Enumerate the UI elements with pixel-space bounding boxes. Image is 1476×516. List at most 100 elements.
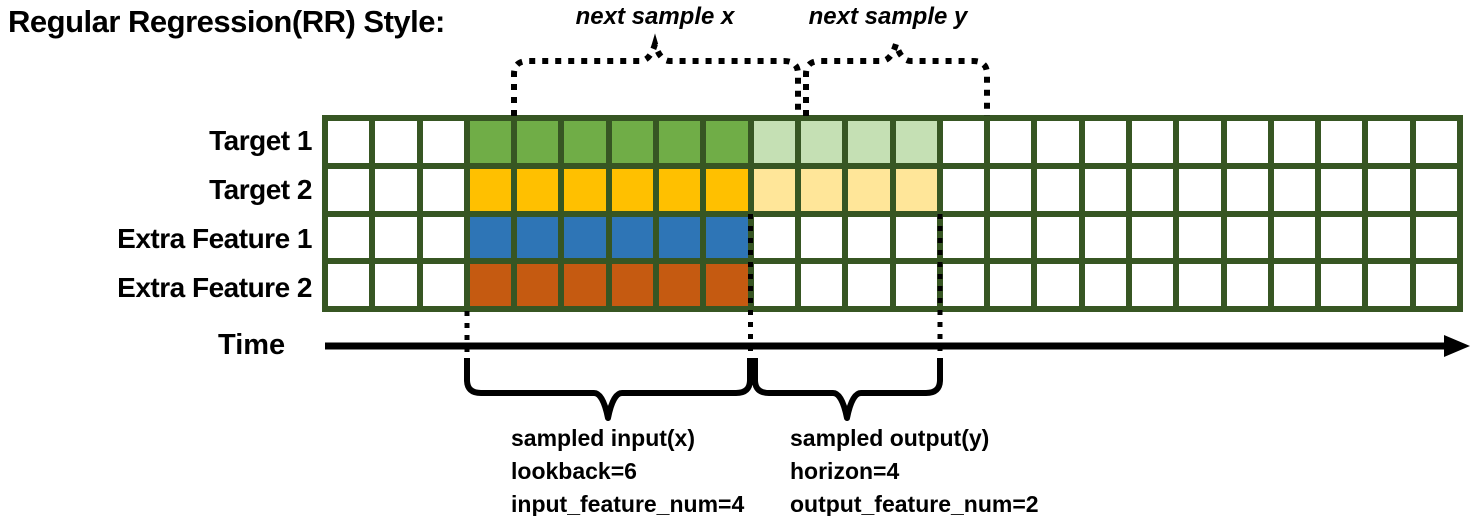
grid-cell (659, 121, 701, 163)
grid-cell (800, 121, 843, 163)
grid-cell (1084, 216, 1126, 259)
grid-cell (1037, 168, 1079, 211)
grid-cell (990, 216, 1032, 259)
grid-cell (753, 216, 795, 259)
grid-cell (942, 264, 985, 306)
grid-cell (1273, 216, 1316, 259)
grid-cell (706, 264, 748, 306)
grid-cell (753, 264, 795, 306)
grid-cell (1084, 264, 1126, 306)
grid-cell (659, 168, 701, 211)
grid-cell (1415, 168, 1457, 211)
grid-cell (469, 121, 512, 163)
grid-cell (942, 121, 985, 163)
grid-cell (1415, 264, 1457, 306)
grid-cell (706, 216, 748, 259)
grid-cell (564, 264, 606, 306)
grid-cell (611, 264, 654, 306)
grid-cell (1368, 121, 1410, 163)
grid-cell (1321, 168, 1363, 211)
grid-cell (564, 121, 606, 163)
grid-cell (942, 168, 985, 211)
grid-cell (375, 168, 417, 211)
grid-cell (659, 264, 701, 306)
grid-cell (1179, 168, 1221, 211)
grid-cell (800, 264, 843, 306)
grid-cell (564, 168, 606, 211)
grid-cell (1368, 264, 1410, 306)
sampled-input-note: sampled input(x) lookback=6 input_featur… (511, 422, 744, 516)
grid-cell (1131, 216, 1174, 259)
grid-cell (1131, 121, 1174, 163)
grid-cell (1321, 121, 1363, 163)
grid-cell (1273, 121, 1316, 163)
sample-grid (322, 115, 1463, 312)
grid-cell (800, 168, 843, 211)
grid-cell (328, 168, 370, 211)
grid-cell (328, 216, 370, 259)
grid-cell (706, 121, 748, 163)
grid-cell (942, 216, 985, 259)
grid-cell (848, 168, 890, 211)
grid-cell (1131, 264, 1174, 306)
next-sample-y-brace (803, 33, 990, 116)
grid-cell (990, 264, 1032, 306)
grid-cell (1226, 216, 1268, 259)
grid-cell (469, 216, 512, 259)
grid-cell (611, 121, 654, 163)
grid-cell (1131, 168, 1174, 211)
grid-cell (1179, 121, 1221, 163)
sampled-output-brace (752, 358, 943, 421)
row-label-extra-feature-2: Extra Feature 2 (117, 271, 312, 303)
sampled-input-brace (464, 358, 753, 421)
next-sample-y-label: next sample y (808, 3, 968, 30)
time-axis-label: Time (218, 329, 286, 361)
grid-cell (1415, 216, 1457, 259)
sampled-output-title: sampled output(y) (790, 425, 990, 451)
row-label-target-1: Target 1 (209, 124, 312, 156)
row-label-extra-feature-1: Extra Feature 1 (117, 222, 312, 254)
grid-cell (1037, 264, 1079, 306)
grid-cell (895, 121, 937, 163)
grid-cell (517, 168, 559, 211)
grid-cell (1084, 168, 1126, 211)
grid-cell (895, 168, 937, 211)
grid-cell (895, 216, 937, 259)
grid-cell (1226, 168, 1268, 211)
row-label-target-2: Target 2 (209, 173, 312, 205)
grid-cell (753, 121, 795, 163)
grid-cell (1321, 264, 1363, 306)
grid-cell (1368, 168, 1410, 211)
grid-cell (753, 168, 795, 211)
grid-cell (422, 121, 464, 163)
grid-cell (1368, 216, 1410, 259)
time-axis-arrowhead (1444, 335, 1470, 357)
grid-cell (517, 264, 559, 306)
grid-cell (611, 168, 654, 211)
grid-cell (375, 264, 417, 306)
sampled-input-title: sampled input(x) (511, 425, 696, 451)
next-sample-x-label: next sample x (575, 3, 735, 30)
grid-cell (375, 216, 417, 259)
grid-cell (1037, 216, 1079, 259)
grid-cell (659, 216, 701, 259)
grid-cell (328, 264, 370, 306)
grid-cell (848, 264, 890, 306)
grid-cell (895, 264, 937, 306)
output-feature-num-value: output_feature_num=2 (790, 491, 1039, 516)
grid-cell (848, 121, 890, 163)
grid-cell (469, 264, 512, 306)
grid-cell (517, 216, 559, 259)
sampled-output-note: sampled output(y) horizon=4 output_featu… (790, 422, 1039, 516)
grid-cell (1273, 168, 1316, 211)
grid-cell (1084, 121, 1126, 163)
grid-cell (1226, 121, 1268, 163)
grid-cell (706, 168, 748, 211)
grid-cell (990, 121, 1032, 163)
grid-cell (611, 216, 654, 259)
grid-cell (328, 121, 370, 163)
grid-cell (517, 121, 559, 163)
grid-cell (564, 216, 606, 259)
input-feature-num-value: input_feature_num=4 (511, 491, 745, 516)
